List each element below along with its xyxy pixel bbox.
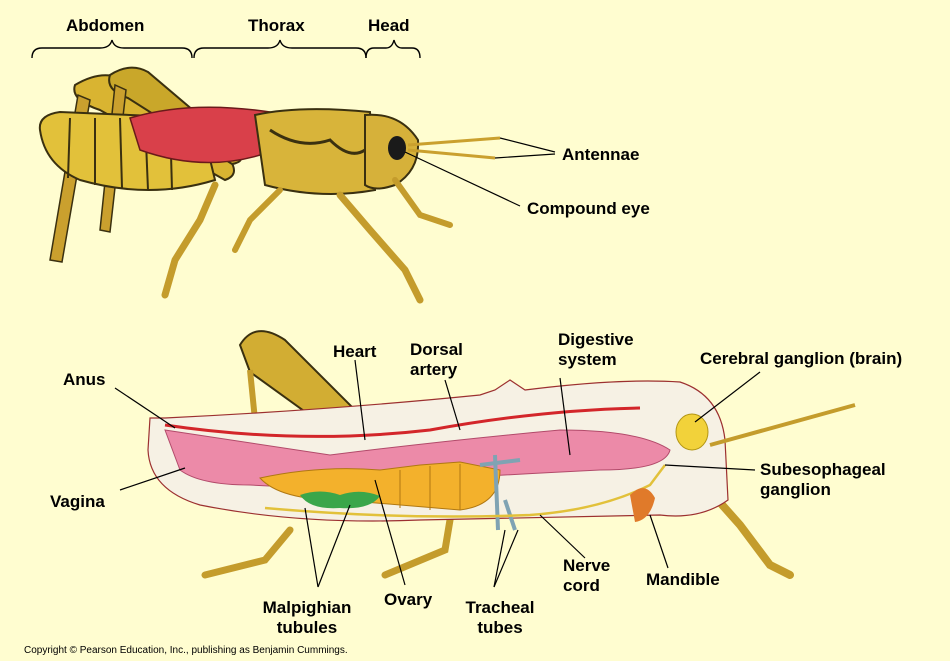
internal-anatomy — [115, 331, 855, 587]
label-compound-eye: Compound eye — [527, 199, 650, 219]
compound-eye — [388, 136, 406, 160]
label-malpighian-tubules: Malpighian tubules — [252, 598, 362, 638]
antenna-2 — [408, 150, 495, 158]
label-malpighian-line2: tubules — [252, 618, 362, 638]
label-head: Head — [368, 16, 410, 36]
label-nerve-cord-line2: cord — [563, 576, 610, 596]
copyright-notice: Copyright © Pearson Education, Inc., pub… — [24, 645, 348, 656]
label-anus: Anus — [63, 370, 106, 390]
label-abdomen: Abdomen — [66, 16, 144, 36]
label-dorsal-artery-line2: artery — [410, 360, 463, 380]
wing — [130, 107, 275, 162]
label-ovary: Ovary — [384, 590, 432, 610]
label-subesophageal-line2: ganglion — [760, 480, 886, 500]
label-thorax: Thorax — [248, 16, 305, 36]
internal-antenna — [710, 405, 855, 445]
label-tracheal-tubes: Tracheal tubes — [455, 598, 545, 638]
label-tracheal-line2: tubes — [455, 618, 545, 638]
label-mandible: Mandible — [646, 570, 720, 590]
label-subesophageal-line1: Subesophageal — [760, 460, 886, 480]
thorax-bracket — [194, 40, 366, 58]
label-vagina: Vagina — [50, 492, 105, 512]
region-brackets — [32, 40, 420, 58]
cerebral-ganglion — [676, 414, 708, 450]
head-bracket — [366, 40, 420, 58]
label-digestive-system-line1: Digestive — [558, 330, 634, 350]
label-heart: Heart — [333, 342, 376, 362]
label-nerve-cord-line1: Nerve — [563, 556, 610, 576]
label-subesophageal-ganglion: Subesophageal ganglion — [760, 460, 886, 500]
label-digestive-system-line2: system — [558, 350, 634, 370]
external-grasshopper — [32, 40, 555, 300]
abdomen-bracket — [32, 40, 192, 58]
label-dorsal-artery: Dorsal artery — [410, 340, 463, 380]
thorax — [255, 109, 375, 194]
label-tracheal-line1: Tracheal — [455, 598, 545, 618]
antenna-1 — [408, 138, 500, 145]
label-nerve-cord: Nerve cord — [563, 556, 610, 596]
label-antennae: Antennae — [562, 145, 639, 165]
label-cerebral-ganglion: Cerebral ganglion (brain) — [700, 349, 902, 369]
label-digestive-system: Digestive system — [558, 330, 634, 370]
label-dorsal-artery-line1: Dorsal — [410, 340, 463, 360]
label-malpighian-line1: Malpighian — [252, 598, 362, 618]
